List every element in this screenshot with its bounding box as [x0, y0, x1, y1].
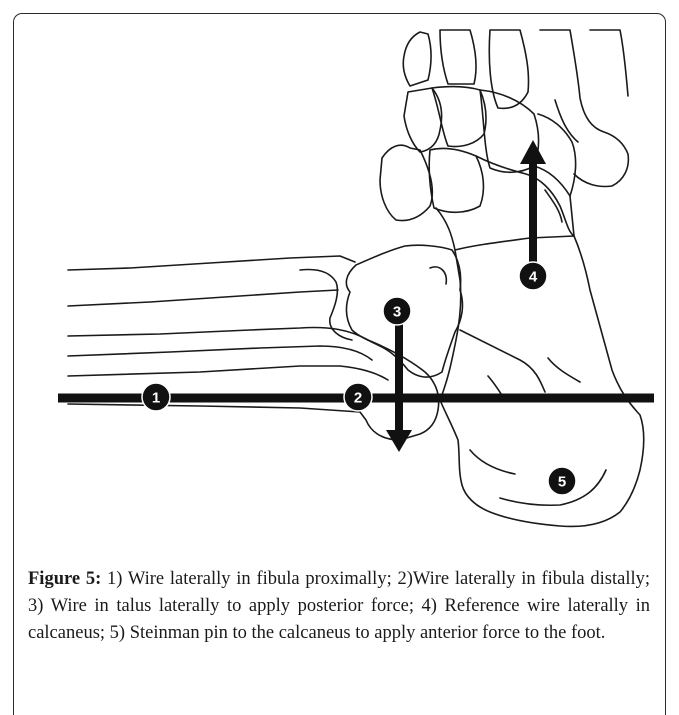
marker-5: 5 [548, 467, 576, 495]
marker-5-label: 5 [558, 474, 566, 491]
figure-caption: Figure 5: 1) Wire laterally in fibula pr… [28, 566, 650, 647]
marker-1-label: 1 [152, 390, 160, 407]
marker-3-label: 3 [393, 304, 401, 321]
caption-label: Figure 5: [28, 569, 101, 589]
wire-4-arrow [520, 140, 546, 275]
fibula-outline [68, 328, 439, 441]
marker-1: 1 [142, 383, 170, 411]
tarsal-bones-outline [380, 87, 576, 250]
marker-3: 3 [383, 297, 411, 325]
marker-4: 4 [519, 262, 547, 290]
caption-text: 1) Wire laterally in fibula proximally; … [28, 569, 650, 643]
marker-2: 2 [344, 383, 372, 411]
marker-4-label: 4 [529, 269, 538, 286]
marker-2-label: 2 [354, 390, 362, 407]
wire-3-arrow [386, 320, 412, 452]
ankle-bone-illustration: 1 2 3 4 5 [0, 0, 679, 540]
